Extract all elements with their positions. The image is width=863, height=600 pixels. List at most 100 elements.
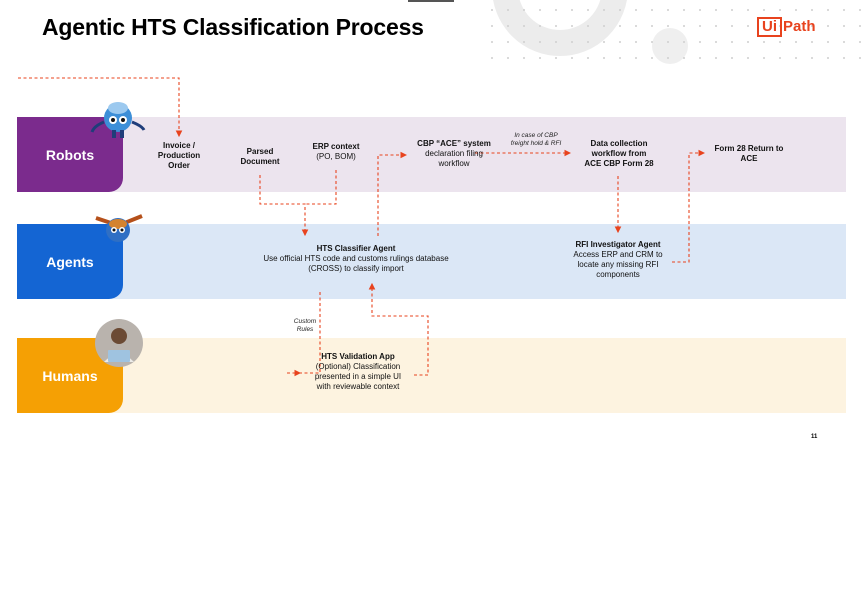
node-hts-classifier-agent: HTS Classifier Agent Use official HTS co… xyxy=(240,244,472,274)
decor-dot xyxy=(555,9,557,11)
lane-robots: Robots xyxy=(17,117,846,192)
decor-dot xyxy=(795,41,797,43)
node-form28: Form 28 Return to ACE xyxy=(704,144,794,164)
lane-humans: Humans xyxy=(17,338,846,413)
decor-dot xyxy=(667,41,669,43)
note-custom-rules-line1: Custom xyxy=(293,318,317,325)
node-datacollection-line1: Data collection xyxy=(590,139,648,148)
decor-dot xyxy=(811,57,813,59)
decor-dot xyxy=(731,9,733,11)
decor-dot xyxy=(603,25,605,27)
decor-dot xyxy=(827,41,829,43)
arrow-rfi-to-form28 xyxy=(672,149,706,263)
decor-dot xyxy=(555,57,557,59)
decor-dot xyxy=(763,25,765,27)
decor-dot xyxy=(651,9,653,11)
node-parsed-document: Parsed Document xyxy=(228,147,292,167)
decor-dot xyxy=(635,57,637,59)
node-cbp-body1: declaration filing xyxy=(425,149,483,158)
decor-dot xyxy=(827,25,829,27)
node-rfi-body3: components xyxy=(596,270,640,279)
node-rfi-body1: Access ERP and CRM to xyxy=(573,250,663,259)
node-parsed-line1: Parsed xyxy=(246,147,274,156)
decor-dot xyxy=(843,9,845,11)
decor-dot xyxy=(699,25,701,27)
decor-dot xyxy=(859,25,861,27)
decor-dot xyxy=(731,41,733,43)
decor-dot xyxy=(619,9,621,11)
decor-dot xyxy=(843,57,845,59)
node-form28-line2: ACE xyxy=(740,154,758,163)
decor-dot xyxy=(715,57,717,59)
logo-ui-mark: Ui xyxy=(757,17,782,37)
decor-dot xyxy=(539,57,541,59)
decor-dot xyxy=(587,41,589,43)
decor-dot xyxy=(587,9,589,11)
decor-dot xyxy=(859,57,861,59)
decor-dot xyxy=(795,25,797,27)
node-data-collection: Data collection workflow from ACE CBP Fo… xyxy=(572,139,666,169)
decor-dot xyxy=(747,41,749,43)
decor-dot xyxy=(715,25,717,27)
page-title: Agentic HTS Classification Process xyxy=(42,14,424,40)
decor-dot xyxy=(571,9,573,11)
decor-dot xyxy=(843,41,845,43)
node-cbp-ace: CBP “ACE” system declaration filing work… xyxy=(405,139,503,169)
decor-dot xyxy=(763,9,765,11)
decor-dot xyxy=(667,57,669,59)
decor-dot xyxy=(667,9,669,11)
decor-dot xyxy=(731,25,733,27)
decor-dot xyxy=(651,41,653,43)
decor-dot xyxy=(491,41,493,43)
decor-dot xyxy=(651,57,653,59)
decor-dot xyxy=(523,41,525,43)
robot-mascot-icon xyxy=(90,102,146,138)
node-invoice-line1: Invoice / xyxy=(162,141,195,150)
decor-dot xyxy=(491,25,493,27)
lane-agents: Agents xyxy=(17,224,846,299)
decor-dot xyxy=(523,9,525,11)
top-rule xyxy=(408,0,454,2)
decor-dot xyxy=(571,57,573,59)
node-invoice-line2: Production xyxy=(157,151,201,160)
note-custom-rules: Custom Rules xyxy=(284,318,326,334)
decor-dot xyxy=(811,41,813,43)
agent-mascot-icon xyxy=(95,214,143,242)
decor-dot xyxy=(603,9,605,11)
node-validation-title: HTS Validation App xyxy=(321,352,395,361)
decor-dot xyxy=(539,9,541,11)
decor-dot xyxy=(651,25,653,27)
node-hts-body1: Use official HTS code and customs ruling… xyxy=(263,254,449,263)
node-validation-body1: (Optional) Classification xyxy=(315,362,401,371)
decor-dot xyxy=(827,57,829,59)
decor-dot xyxy=(859,41,861,43)
decor-dot xyxy=(667,25,669,27)
logo-path-text: Path xyxy=(783,18,816,35)
decor-dot xyxy=(859,9,861,11)
decor-dot xyxy=(523,25,525,27)
node-rfi-title: RFI Investigator Agent xyxy=(575,240,661,249)
decor-dot xyxy=(683,41,685,43)
decor-dot xyxy=(843,25,845,27)
decor-dot xyxy=(699,9,701,11)
node-validation-body3: with reviewable context xyxy=(316,382,400,391)
decor-dot xyxy=(587,25,589,27)
decor-dot xyxy=(539,41,541,43)
node-rfi-body2: locate any missing RFI xyxy=(577,260,659,269)
node-hts-validation-app: HTS Validation App (Optional) Classifica… xyxy=(300,352,416,392)
node-invoice: Invoice / Production Order xyxy=(146,141,212,171)
decor-dot xyxy=(811,25,813,27)
decor-dot xyxy=(731,57,733,59)
node-datacollection-line3: ACE CBP Form 28 xyxy=(584,159,654,168)
decor-dot xyxy=(779,41,781,43)
node-cbp-title: CBP “ACE” system xyxy=(417,139,491,148)
lane-robots-label: Robots xyxy=(17,117,123,192)
decor-dot xyxy=(635,25,637,27)
decor-dot xyxy=(683,9,685,11)
decor-dot xyxy=(491,57,493,59)
decor-dot xyxy=(619,25,621,27)
decor-dot xyxy=(507,41,509,43)
node-hts-title: HTS Classifier Agent xyxy=(316,244,396,253)
